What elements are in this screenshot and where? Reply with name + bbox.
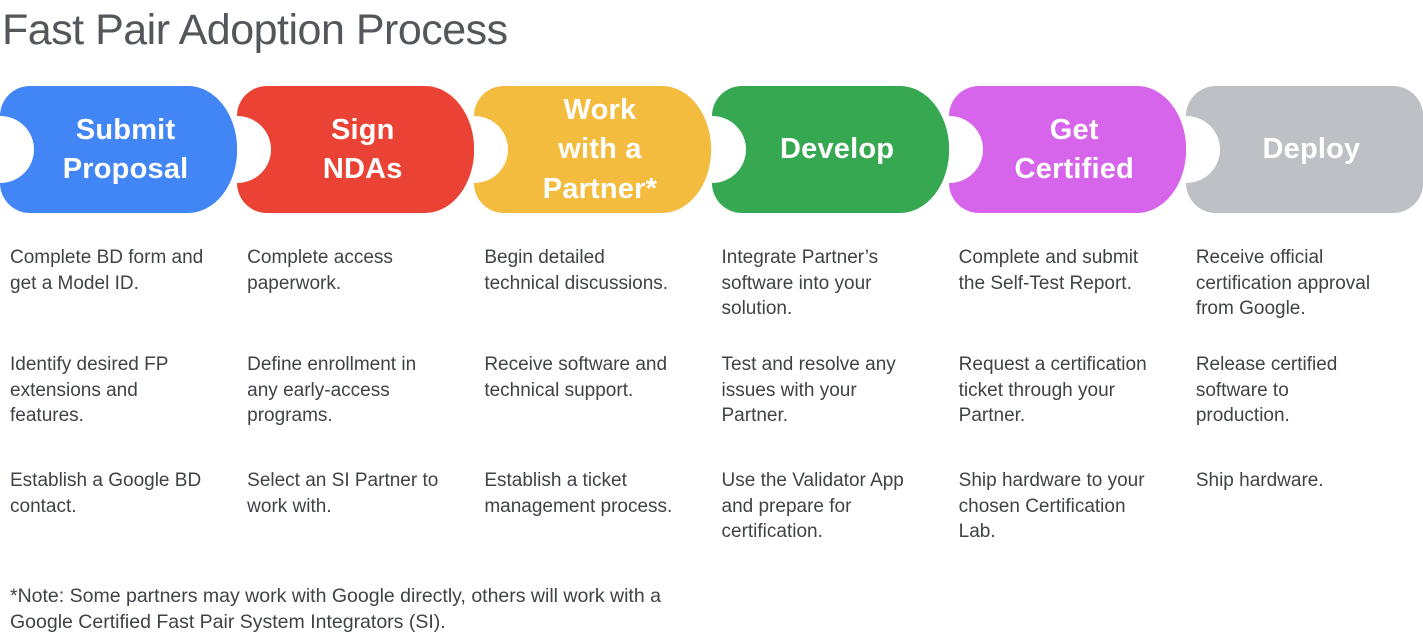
- stage-develop: Develop: [711, 86, 949, 214]
- chevron-fill: [237, 86, 475, 214]
- stage-desc-sign-ndas-2: Define enrollment in any early-access pr…: [247, 354, 417, 427]
- chevron-shape: [948, 86, 1186, 214]
- chevron-fill: [711, 86, 949, 214]
- stage-desc-get-certified-3: Ship hardware to your chosen Certificati…: [958, 470, 1145, 543]
- stage-desc-work-with-partner-3: Establish a ticket management process.: [484, 470, 673, 517]
- page-title: Fast Pair Adoption Process: [2, 6, 508, 54]
- stage-label: Work with a Partner*: [542, 93, 658, 205]
- stage-desc-get-certified-1: Complete and submit the Self-Test Report…: [958, 247, 1139, 294]
- stage-desc-submit-proposal-1: Complete BD form and get a Model ID.: [10, 247, 204, 294]
- stage-desc-sign-ndas-3: Select an SI Partner to work with.: [247, 470, 439, 517]
- stage-get-certified: Get Certified: [948, 86, 1186, 214]
- stage-desc-submit-proposal-3: Establish a Google BD contact.: [10, 470, 202, 517]
- stage-desc-deploy-3: Ship hardware.: [1195, 470, 1324, 492]
- chevron-shape: [711, 86, 949, 214]
- chevron-shape: [237, 86, 475, 214]
- chevron-shape: [1185, 86, 1423, 214]
- process-stage-row: Submit Proposal Sign NDAs Work with a Pa…: [0, 86, 1423, 214]
- stage-desc-work-with-partner-1: Begin detailed technical discussions.: [484, 247, 669, 294]
- stage-label: Get Certified: [1014, 113, 1134, 185]
- stage-sign-ndas: Sign NDAs: [237, 86, 475, 214]
- stage-submit-proposal: Submit Proposal: [0, 86, 238, 214]
- stage-desc-develop-3: Use the Validator App and prepare for ce…: [721, 470, 904, 543]
- stage-work-with-partner: Work with a Partner*: [474, 86, 712, 214]
- stage-label: Deploy: [1262, 133, 1361, 166]
- stage-desc-develop-1: Integrate Partner’s software into your s…: [721, 247, 879, 320]
- stage-label: Submit Proposal: [62, 113, 189, 185]
- stage-label: Develop: [779, 133, 895, 166]
- stage-desc-deploy-2: Release certified software to production…: [1195, 354, 1338, 427]
- chevron-fill: [948, 86, 1186, 214]
- chevron-fill: [474, 86, 712, 214]
- stage-deploy: Deploy: [1185, 86, 1423, 214]
- footnote: *Note: Some partners may work with Googl…: [10, 585, 661, 632]
- chevron-fill: [0, 86, 238, 214]
- stage-desc-get-certified-2: Request a certification ticket through y…: [958, 354, 1147, 427]
- chevron-shape: [0, 86, 238, 214]
- stage-desc-work-with-partner-2: Receive software and technical support.: [484, 354, 668, 401]
- chevron-shape: [474, 86, 712, 214]
- stage-desc-develop-2: Test and resolve any issues with your Pa…: [721, 354, 896, 427]
- chevron-fill: [1185, 86, 1423, 214]
- stage-label: Sign NDAs: [322, 113, 403, 185]
- stage-desc-sign-ndas-1: Complete access paperwork.: [247, 247, 393, 294]
- stage-desc-submit-proposal-2: Identify desired FP extensions and featu…: [10, 354, 169, 427]
- stage-description-grid: Complete BD form and get a Model ID. Com…: [0, 245, 1423, 583]
- stage-desc-deploy-1: Receive official certification approval …: [1195, 247, 1371, 320]
